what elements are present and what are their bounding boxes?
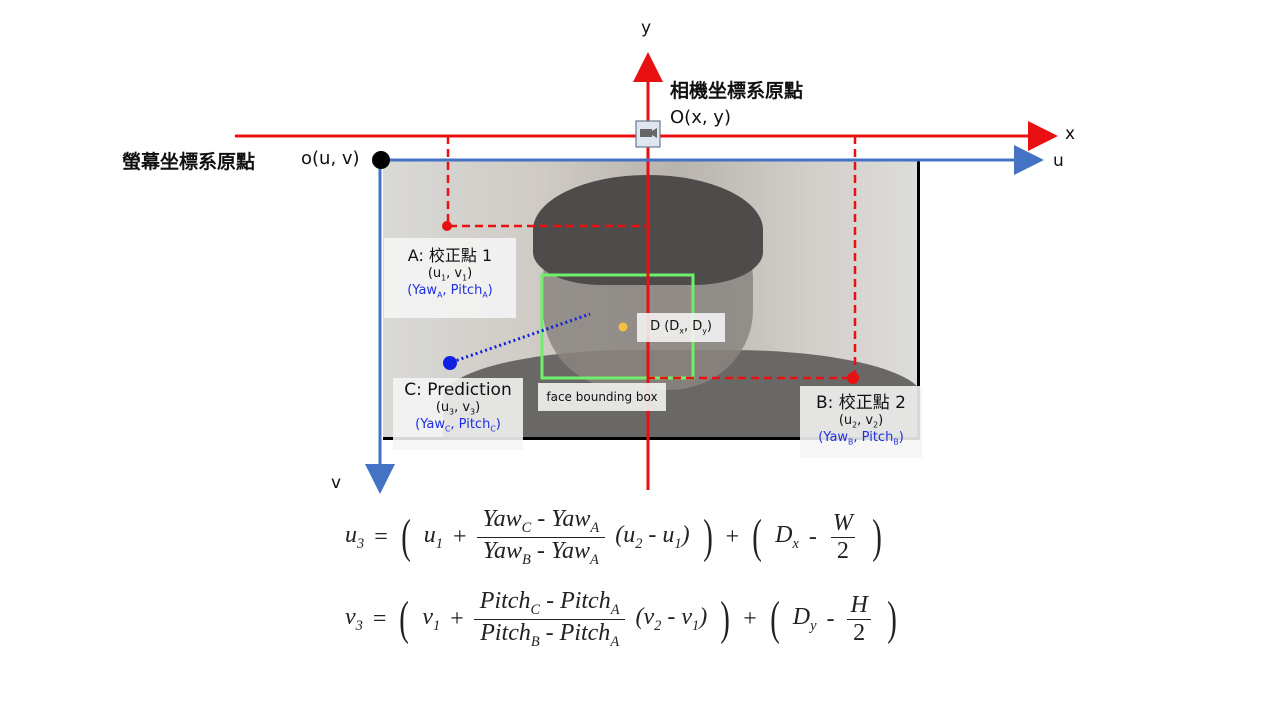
point-a-label: A: 校正點 1 (u1, v1) (YawA, PitchA) — [384, 238, 516, 318]
point-c-label: C: Prediction (u3, v3) (YawC, PitchC) — [393, 378, 523, 450]
prediction-gaze-line — [451, 312, 591, 364]
u-axis-label: u — [1053, 151, 1064, 171]
point-d-label: D (Dx, Dy) — [637, 313, 725, 342]
yaw-fraction: YawC - YawA YawB - YawA — [476, 506, 605, 569]
point-b-title: B: 校正點 2 — [815, 393, 906, 413]
camera-icon — [635, 120, 661, 148]
camera-origin-coord: O(x, y) — [670, 107, 731, 128]
face-bounding-box-label: face bounding box — [538, 383, 666, 411]
screen-origin-title: 螢幕坐標系原點 — [122, 151, 256, 173]
point-a-title: A: 校正點 1 — [407, 246, 493, 265]
y-axis-label: y — [641, 18, 652, 38]
point-d-marker — [618, 322, 628, 332]
point-a-marker — [442, 221, 452, 231]
pitch-fraction: PitchC - PitchA PitchB - PitchA — [474, 588, 626, 651]
v-equation: v3 = ( v1 + PitchC - PitchA PitchB - Pit… — [345, 588, 897, 651]
screen-origin-coord: o(u, v) — [301, 148, 360, 169]
point-b-angles: (YawB, PitchB) — [818, 429, 904, 447]
point-b-coord: (u2, v2) — [838, 413, 884, 430]
point-a-guide — [446, 136, 645, 228]
point-b-marker — [847, 372, 859, 384]
u-equation: u3 = ( u1 + YawC - YawA YawB - YawA (u2 … — [345, 506, 882, 569]
point-c-title: C: Prediction — [404, 380, 512, 400]
camera-origin-title: 相機坐標系原點 — [670, 80, 804, 102]
point-c-coord: (u3, v3) — [435, 400, 481, 417]
v-axis-label: v — [331, 473, 342, 493]
screen-origin-marker — [372, 151, 390, 169]
point-c-angles: (YawC, PitchC) — [415, 416, 501, 434]
point-c-marker — [443, 356, 457, 370]
point-b-label: B: 校正點 2 (u2, v2) (YawB, PitchB) — [800, 386, 922, 458]
point-a-angles: (YawA, PitchA) — [407, 282, 493, 300]
x-axis-label: x — [1065, 124, 1076, 144]
point-a-coord: (u1, v1) — [427, 266, 473, 283]
